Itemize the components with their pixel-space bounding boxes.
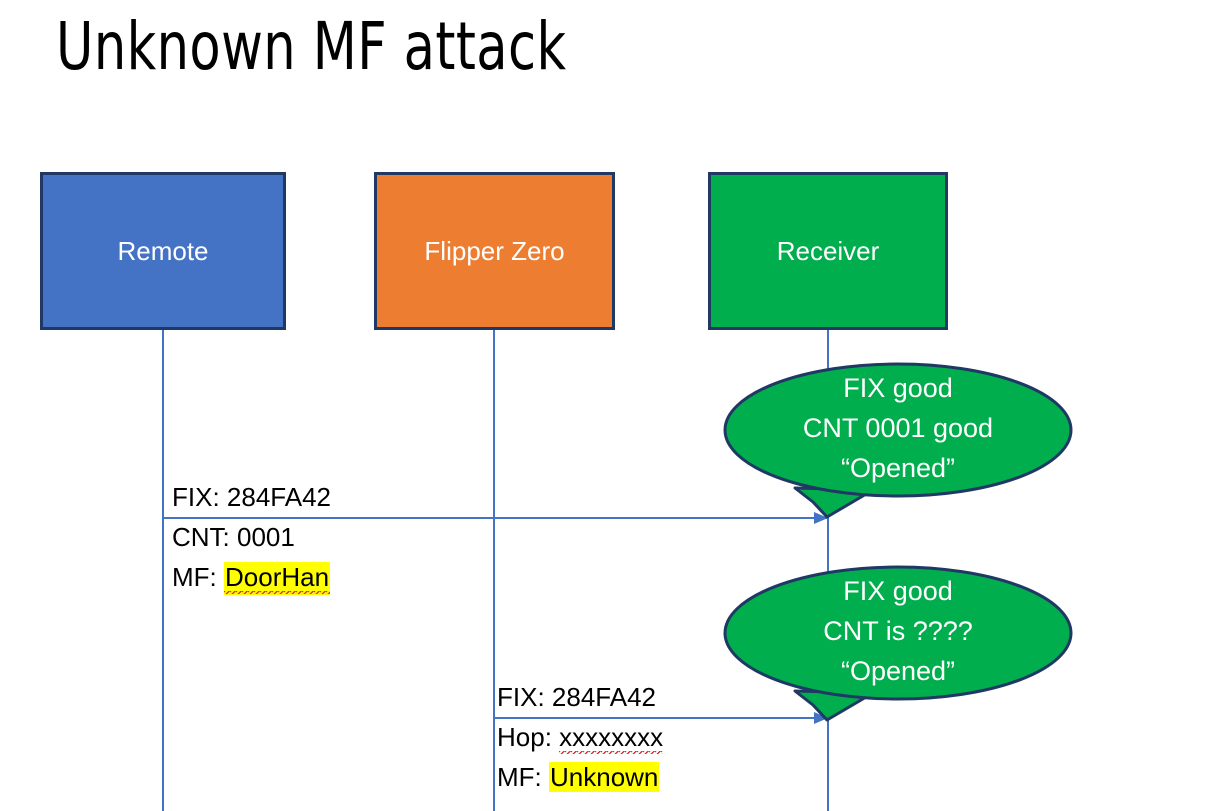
speech-bubble-shape	[723, 565, 1073, 722]
speech-bubble-shape	[723, 362, 1073, 519]
message-line: MF: Unknown	[497, 757, 663, 797]
lifeline-receiver	[827, 330, 829, 811]
message-line: FIX: 284FA42	[172, 477, 331, 517]
message-line-value: 284FA42	[551, 682, 656, 712]
message-line-key: FIX:	[497, 682, 552, 712]
message-line: Hop: xxxxxxxx	[497, 717, 664, 757]
message-line-value-misspelled: xxxxxxxx	[559, 722, 664, 755]
actor-box-receiver[interactable]: Receiver	[708, 172, 948, 330]
message-line-value: 0001	[237, 522, 295, 552]
message-line-value-highlighted: Unknown	[549, 762, 660, 792]
lifeline-flipper	[493, 330, 495, 811]
message-line-key: MF:	[172, 562, 224, 592]
actor-label-flipper-zero: Flipper Zero	[424, 236, 565, 266]
message-label-remote-to-receiver: FIX: 284FA42 CNT: 0001 MF: DoorHan	[172, 477, 331, 597]
message-line-value: 284FA42	[226, 482, 331, 512]
message-line: FIX: 284FA42	[497, 677, 663, 717]
actor-box-remote[interactable]: Remote	[40, 172, 286, 330]
message-line-key: CNT:	[172, 522, 237, 552]
speech-bubble-second-response[interactable]: FIX good CNT is ???? “Opened”	[723, 565, 1073, 723]
message-line-key: Hop:	[497, 722, 560, 752]
page-title: Unknown MF attack	[56, 8, 567, 85]
actor-label-receiver: Receiver	[776, 236, 880, 266]
message-line-value-highlighted: DoorHan	[224, 562, 331, 595]
actor-box-flipper-zero[interactable]: Flipper Zero	[374, 172, 615, 330]
message-line: CNT: 0001	[172, 517, 331, 557]
speech-bubble-first-response[interactable]: FIX good CNT 0001 good “Opened”	[723, 362, 1073, 520]
actor-label-remote: Remote	[117, 236, 209, 266]
message-line: MF: DoorHan	[172, 557, 331, 597]
lifeline-remote	[162, 330, 164, 811]
message-line-key: MF:	[497, 762, 549, 792]
message-line-key: FIX:	[172, 482, 227, 512]
message-label-flipper-to-receiver: FIX: 284FA42 Hop: xxxxxxxx MF: Unknown	[497, 677, 664, 797]
